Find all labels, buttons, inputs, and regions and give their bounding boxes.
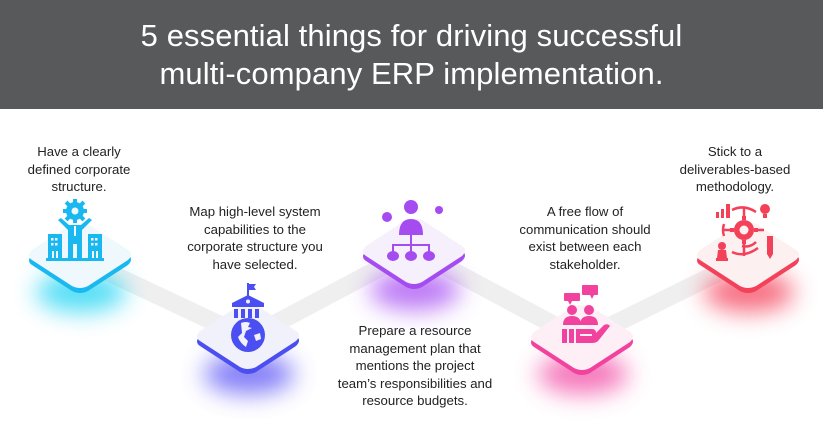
- step-2-line: have selected.: [212, 256, 298, 272]
- step-1-line: Have a clearly: [37, 144, 121, 159]
- methodology-gear-tools-icon: [716, 204, 773, 261]
- step-5-line: deliverables-based: [679, 161, 791, 177]
- step-4-line: stakeholder.: [549, 256, 621, 272]
- step-4-line: A free flow of: [546, 204, 624, 219]
- step-2-line: Map high-level system: [189, 204, 321, 219]
- people-chat-hand-icon: [562, 285, 610, 343]
- institution-globe-icon: [231, 283, 265, 352]
- step-3-line: team’s responsibilities and: [337, 375, 493, 391]
- step-4-line: exist between each: [528, 239, 642, 254]
- step-1-text: Have a clearly defined corporate structu…: [4, 143, 154, 196]
- title-line-2: multi-company ERP implementation.: [159, 55, 664, 91]
- step-4-text: A free flow of communication should exis…: [495, 203, 675, 273]
- team-hierarchy-icon: [382, 200, 443, 261]
- step-3-text: Prepare a resource management plan that …: [320, 322, 510, 410]
- step-3-line: Prepare a resource: [358, 323, 472, 338]
- step-5-text: Stick to a deliverables-based methodolog…: [660, 143, 810, 196]
- executive-gear-buildings-icon: [46, 199, 104, 261]
- step-1-line: defined corporate: [27, 161, 131, 177]
- step-5-line: methodology.: [695, 179, 775, 194]
- step-2-text: Map high-level system capabilities to th…: [160, 203, 350, 273]
- step-3-line: resource budgets.: [362, 393, 468, 408]
- step-5-line: Stick to a: [707, 144, 763, 159]
- step-4-line: communication should: [519, 221, 651, 237]
- title-banner: 5 essential things for driving successfu…: [0, 0, 823, 109]
- step-3-line: management plan that: [349, 340, 481, 356]
- step-3-line: mentions the project: [355, 358, 475, 373]
- step-2-line: capabilities to the: [204, 221, 306, 237]
- title-line-1: 5 essential things for driving successfu…: [140, 17, 683, 53]
- step-2-line: corporate structure you: [187, 239, 323, 254]
- step-1-line: structure.: [51, 179, 107, 194]
